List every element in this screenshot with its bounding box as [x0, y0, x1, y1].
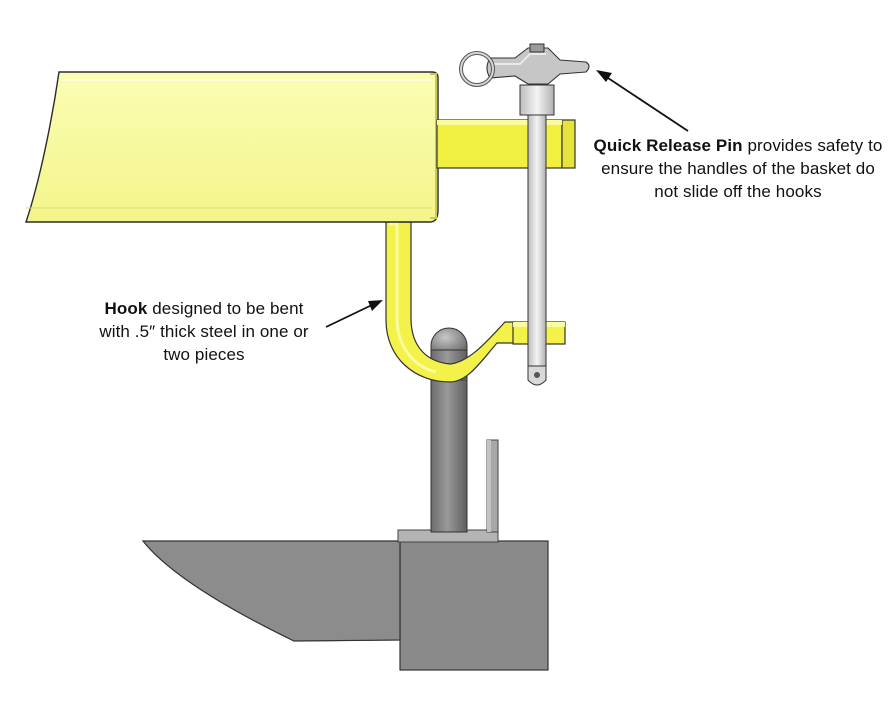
basket-handle-icon: [25, 71, 576, 223]
callout-hook-text: designed to be bent with .5″ thick steel…: [99, 299, 309, 364]
callout-pin-title: Quick Release Pin: [593, 136, 743, 155]
hook-callout: Hook designed to be bent with .5″ thick …: [88, 297, 320, 366]
callout-hook-title: Hook: [104, 299, 148, 318]
steel-post-icon: [430, 327, 468, 533]
mounting-base-icon: [141, 439, 549, 671]
hook-callout-arrow: [325, 300, 383, 328]
pin-callout-arrow: [596, 70, 689, 132]
callout-pin-text: provides safety to ensure the handles of…: [601, 136, 883, 201]
quick-release-pin-icon: [459, 43, 590, 386]
quick-release-pin-callout: Quick Release Pin provides safety to ens…: [592, 134, 884, 203]
